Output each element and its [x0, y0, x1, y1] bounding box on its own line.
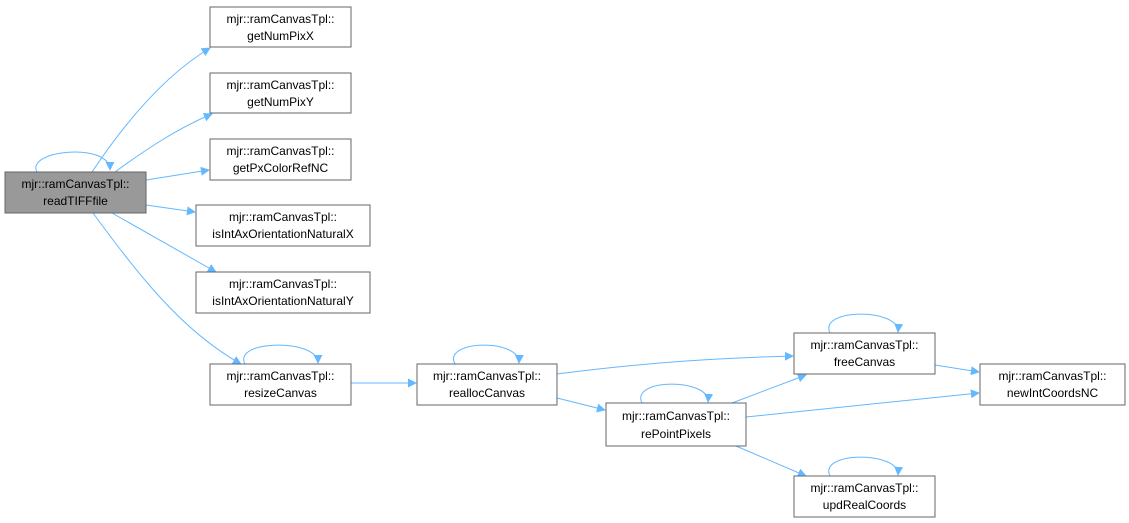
edge-freeCanvas-self	[828, 313, 904, 334]
edge-readTIFFfile-resizeCanvas	[92, 212, 242, 365]
edge-readTIFFfile-self	[35, 151, 115, 173]
node-updRealCoords[interactable]: mjr::ramCanvasTpl:: updRealCoords	[793, 475, 936, 518]
node-newIntCoordsNC[interactable]: mjr::ramCanvasTpl:: newIntCoordsNC	[979, 363, 1126, 406]
edge-rePointPixels-self	[640, 383, 714, 404]
edge-readTIFFfile-getNumPixY	[114, 112, 213, 173]
node-namespace: mjr::ramCanvasTpl::	[998, 369, 1106, 383]
node-namespace: mjr::ramCanvasTpl::	[226, 12, 334, 26]
node-readTIFFfile[interactable]: mjr::ramCanvasTpl:: readTIFFfile	[4, 171, 147, 214]
node-namespace: mjr::ramCanvasTpl::	[810, 338, 918, 352]
node-function-name: newIntCoordsNC	[1007, 386, 1099, 400]
node-freeCanvas[interactable]: mjr::ramCanvasTpl:: freeCanvas	[793, 332, 936, 375]
edge-readTIFFfile-getNumPixX	[91, 47, 211, 173]
node-function-name: isIntAxOrientationNaturalX	[212, 227, 353, 241]
edge-rePointPixels-newIntCoordsNC	[745, 389, 980, 418]
node-function-name: reallocCanvas	[449, 386, 525, 400]
node-isIntAxOrientationNaturalX[interactable]: mjr::ramCanvasTpl:: isIntAxOrientationNa…	[195, 204, 371, 247]
node-namespace: mjr::ramCanvasTpl::	[433, 369, 541, 383]
node-namespace: mjr::ramCanvasTpl::	[226, 144, 334, 158]
node-function-name: isIntAxOrientationNaturalY	[212, 294, 353, 308]
node-namespace: mjr::ramCanvasTpl::	[226, 369, 334, 383]
node-getNumPixY[interactable]: mjr::ramCanvasTpl:: getNumPixY	[209, 72, 352, 114]
edge-rePointPixels-updRealCoords	[735, 445, 807, 477]
edge-rePointPixels-freeCanvas	[731, 373, 807, 404]
node-namespace: mjr::ramCanvasTpl::	[226, 78, 334, 92]
edge-readTIFFfile-isIntX	[145, 204, 196, 216]
node-getNumPixX[interactable]: mjr::ramCanvasTpl:: getNumPixX	[209, 6, 352, 48]
node-reallocCanvas[interactable]: mjr::ramCanvasTpl:: reallocCanvas	[416, 363, 558, 406]
node-getPxColorRefNC[interactable]: mjr::ramCanvasTpl:: getPxColorRefNC	[209, 138, 352, 181]
edge-reallocCanvas-freeCanvas	[556, 351, 794, 375]
node-isIntAxOrientationNaturalY[interactable]: mjr::ramCanvasTpl:: isIntAxOrientationNa…	[195, 271, 371, 314]
edge-freeCanvas-newIntCoordsNC	[934, 364, 980, 376]
node-namespace: mjr::ramCanvasTpl::	[229, 210, 337, 224]
node-function-name: resizeCanvas	[244, 386, 317, 400]
node-function-name: readTIFFfile	[43, 194, 108, 208]
node-function-name: getNumPixY	[247, 95, 314, 109]
node-resizeCanvas[interactable]: mjr::ramCanvasTpl:: resizeCanvas	[209, 363, 352, 406]
node-function-name: updRealCoords	[823, 498, 906, 512]
edge-reallocCanvas-self	[453, 344, 524, 365]
edges	[35, 47, 980, 477]
edge-readTIFFfile-getPxColorRefNC	[145, 166, 210, 181]
node-function-name: getNumPixX	[247, 29, 314, 43]
edge-reallocCanvas-rePointPixels	[556, 397, 606, 413]
edge-resizeCanvas-self	[243, 344, 323, 365]
node-namespace: mjr::ramCanvasTpl::	[21, 177, 129, 191]
edge-readTIFFfile-isIntY	[111, 212, 217, 273]
node-namespace: mjr::ramCanvasTpl::	[810, 481, 918, 495]
node-namespace: mjr::ramCanvasTpl::	[229, 277, 337, 291]
node-function-name: rePointPixels	[641, 427, 711, 441]
edge-updRealCoords-self	[828, 456, 904, 477]
node-rePointPixels[interactable]: mjr::ramCanvasTpl:: rePointPixels	[605, 402, 747, 447]
node-namespace: mjr::ramCanvasTpl::	[622, 409, 730, 423]
node-function-name: getPxColorRefNC	[233, 161, 329, 175]
node-function-name: freeCanvas	[834, 355, 895, 369]
